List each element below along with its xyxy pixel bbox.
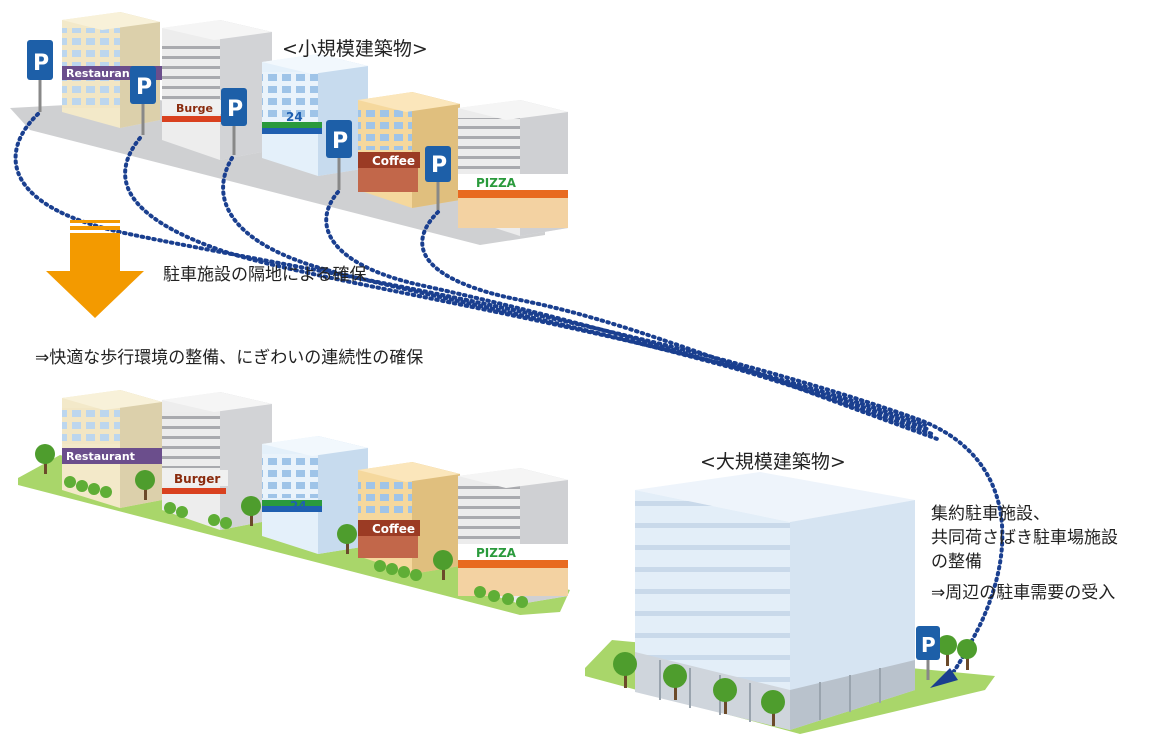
svg-text:P: P (33, 51, 49, 76)
route-line (420, 210, 942, 442)
tree-icon (761, 690, 785, 726)
tree-icon (957, 639, 977, 670)
consolidated-parking-line2: 共同荷さばき駐車場施設 (931, 528, 1118, 548)
parking-sign-icon: P (326, 120, 352, 190)
bottom-pizza-sign: PIZZA (476, 546, 517, 560)
large-building-title: <大規模建築物> (700, 451, 846, 473)
down-arrow-icon (46, 220, 144, 318)
walk-environment-caption: ⇒快適な歩行環境の整備、にぎわいの連続性の確保 (35, 348, 424, 368)
bottom-burger-sign: Burger (174, 472, 220, 486)
bottom-convenience-building: 24 (262, 436, 368, 554)
svg-text:P: P (227, 97, 243, 122)
bottom-burger-building: Burger (162, 392, 272, 530)
parking-route-lines (13, 112, 1005, 682)
bottom-pizza-building: PIZZA (458, 468, 568, 604)
top-street-ground (10, 100, 545, 245)
tree-icon (713, 678, 737, 714)
bottom-restaurant-sign: Restaurant (66, 450, 135, 463)
top-burger-sign: Burge (176, 102, 213, 115)
svg-text:P: P (332, 129, 348, 154)
consolidated-parking-line1: 集約駐車施設、 (931, 504, 1050, 524)
top-pizza-building: PIZZA (458, 100, 568, 236)
remote-parking-caption: 駐車施設の隔地による確保 (163, 265, 367, 285)
tree-icon (613, 652, 637, 688)
top-burger-building: Burge (162, 20, 272, 160)
bottom-coffee-building: Coffee (358, 462, 460, 574)
small-buildings-title: <小規模建築物> (282, 38, 428, 60)
route-line (13, 112, 1005, 682)
tree-icon (337, 524, 357, 554)
tree-icon (35, 444, 55, 474)
bottom-street-block: Restaurant Burger 24 Co (18, 390, 570, 615)
large-building-top (635, 472, 915, 522)
bottom-convenience-sign: 24 (290, 499, 307, 513)
parking-sign-icon: P (27, 40, 53, 112)
parking-sign-icon: P (916, 626, 940, 680)
parking-sign-icon: P (130, 66, 156, 135)
svg-text:P: P (921, 633, 936, 657)
route-arrowhead-icon (930, 668, 958, 688)
tree-icon (937, 635, 957, 666)
tree-icon (135, 470, 155, 500)
tree-icon (241, 496, 261, 526)
parking-sign-icon: P (221, 88, 247, 155)
hedge-row (64, 476, 528, 608)
tree-icon (663, 664, 687, 700)
top-pizza-sign: PIZZA (476, 176, 517, 190)
svg-text:P: P (431, 153, 447, 178)
top-restaurant-sign: Restauran (66, 67, 130, 80)
parking-sign-icon: P (425, 146, 451, 210)
top-convenience-sign: 24 (286, 110, 303, 124)
parking-demand-caption: ⇒周辺の駐車需要の受入 (931, 583, 1116, 603)
consolidated-parking-line3: の整備 (931, 552, 982, 572)
large-building: P (585, 472, 995, 734)
top-street-block: Restauran Burge 24 (10, 12, 568, 245)
top-coffee-sign: Coffee (372, 154, 415, 168)
svg-text:P: P (136, 75, 152, 100)
top-convenience-building: 24 (262, 54, 368, 176)
bottom-coffee-sign: Coffee (372, 522, 415, 536)
tree-icon (433, 550, 453, 580)
